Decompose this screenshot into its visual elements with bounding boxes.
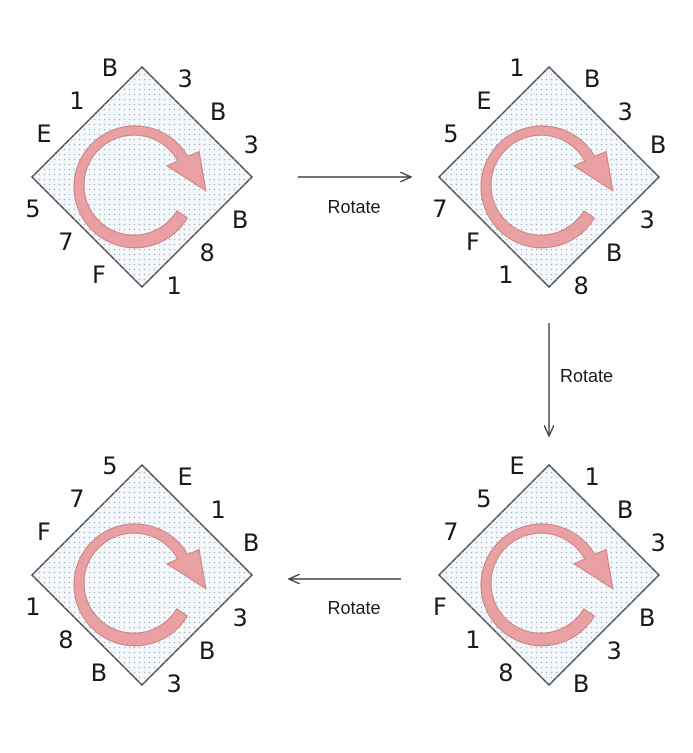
edge-label: 5 bbox=[443, 120, 458, 148]
edge-label: 3 bbox=[606, 637, 621, 665]
edge-label: B bbox=[639, 604, 655, 632]
edge-label: 7 bbox=[443, 518, 458, 546]
edge-label: 8 bbox=[58, 626, 73, 654]
edge-label: B bbox=[102, 54, 118, 82]
edge-label: 3 bbox=[617, 98, 632, 126]
edge-label: 3 bbox=[166, 670, 181, 698]
edge-label: B bbox=[573, 670, 589, 698]
edge-label: 5 bbox=[25, 195, 40, 223]
edge-label: 3 bbox=[232, 604, 247, 632]
edge-label: 5 bbox=[476, 485, 491, 513]
edge-label: E bbox=[178, 463, 193, 491]
edge-label: E bbox=[36, 120, 51, 148]
edge-label: F bbox=[37, 518, 51, 546]
edge-label: E bbox=[476, 87, 491, 115]
edge-label: 3 bbox=[177, 65, 192, 93]
edge-label: B bbox=[232, 206, 248, 234]
edge-label: 1 bbox=[166, 272, 181, 300]
edge-label: F bbox=[466, 228, 480, 256]
edge-label: 3 bbox=[243, 131, 258, 159]
edge-label: 8 bbox=[498, 659, 513, 687]
edge-label: E bbox=[509, 452, 524, 480]
rotate-label-1: Rotate bbox=[327, 197, 380, 217]
edge-label: 1 bbox=[69, 87, 84, 115]
edge-label: 1 bbox=[25, 593, 40, 621]
edge-label: 5 bbox=[102, 452, 117, 480]
edge-label: 3 bbox=[650, 529, 665, 557]
rotate-clockwise-icon bbox=[73, 523, 207, 647]
edge-label: F bbox=[92, 261, 106, 289]
edge-label: 1 bbox=[465, 626, 480, 654]
edge-label: B bbox=[199, 637, 215, 665]
edge-label: 7 bbox=[432, 195, 447, 223]
rotate-label-2: Rotate bbox=[560, 366, 613, 386]
rotate-clockwise-icon bbox=[73, 125, 207, 249]
edge-label: 8 bbox=[199, 239, 214, 267]
edge-label: B bbox=[606, 239, 622, 267]
edge-label: 7 bbox=[69, 485, 84, 513]
edge-label: B bbox=[91, 659, 107, 687]
rotate-clockwise-icon bbox=[480, 523, 614, 647]
edge-label: B bbox=[584, 65, 600, 93]
edge-label: 7 bbox=[58, 228, 73, 256]
edge-label: B bbox=[243, 529, 259, 557]
edge-label: 3 bbox=[639, 206, 654, 234]
edge-label: 1 bbox=[584, 463, 599, 491]
edge-label: 1 bbox=[498, 261, 513, 289]
edge-label: 8 bbox=[573, 272, 588, 300]
edge-label: B bbox=[617, 496, 633, 524]
rotate-label-3: Rotate bbox=[327, 598, 380, 618]
rotate-clockwise-icon bbox=[480, 125, 614, 249]
edge-label: 1 bbox=[509, 54, 524, 82]
edge-label: F bbox=[433, 593, 447, 621]
edge-label: 1 bbox=[210, 496, 225, 524]
edge-label: B bbox=[650, 131, 666, 159]
edge-label: B bbox=[210, 98, 226, 126]
